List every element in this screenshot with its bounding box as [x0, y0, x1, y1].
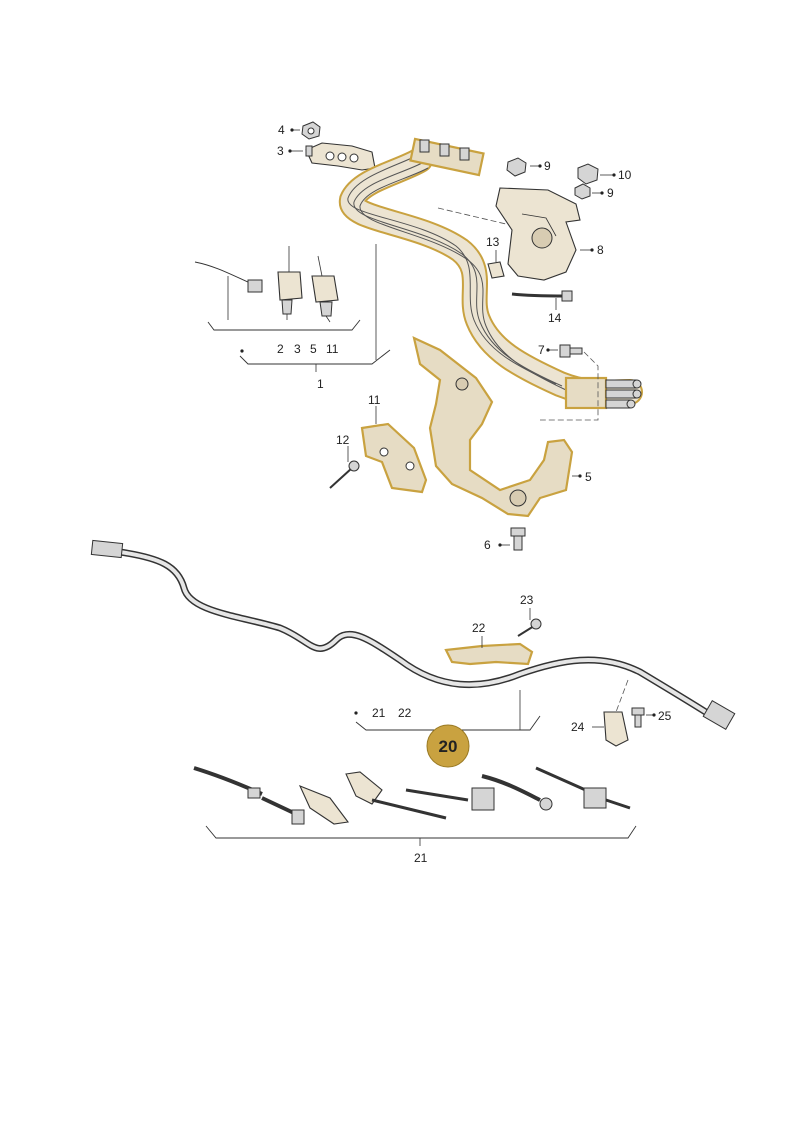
part-14-cable[interactable] — [511, 290, 573, 302]
callout-22[interactable]: 22 — [472, 621, 486, 635]
cable-kit-label-21: 21 — [372, 706, 386, 720]
part-1-bracket — [239, 349, 391, 365]
callout-25[interactable]: 25 — [658, 709, 672, 723]
callout-9-top[interactable]: 9 — [544, 159, 551, 173]
part-9-nut-right[interactable] — [574, 183, 591, 200]
callout-5[interactable]: 5 — [585, 470, 592, 484]
part-5-bracket[interactable] — [412, 336, 574, 518]
part-1-pipe-bundle[interactable] — [339, 137, 643, 410]
callout-11[interactable]: 11 — [368, 393, 381, 407]
kit-1-bracket — [207, 319, 361, 331]
part-25-screw[interactable] — [631, 707, 645, 728]
part-8-bracket[interactable] — [495, 187, 581, 281]
part-12-rivet[interactable] — [329, 460, 360, 489]
part-13-clip[interactable] — [487, 261, 505, 279]
kit-parts-1[interactable] — [194, 246, 339, 323]
part-3-clamp[interactable] — [305, 142, 376, 171]
callout-23[interactable]: 23 — [520, 593, 534, 607]
callout-1[interactable]: 1 — [317, 377, 324, 391]
part-23-screw[interactable] — [517, 618, 542, 637]
callout-21-ties[interactable]: 21 — [414, 851, 428, 865]
callout-8[interactable]: 8 — [597, 243, 604, 257]
callout-3[interactable]: 3 — [277, 144, 284, 158]
kit-1-label-2: 2 — [277, 342, 284, 356]
ties-bracket — [205, 825, 637, 839]
callout-13[interactable]: 13 — [486, 235, 500, 249]
part-4-nut[interactable] — [301, 121, 321, 140]
part-11-plate[interactable] — [360, 422, 428, 494]
callout-6[interactable]: 6 — [484, 538, 491, 552]
callout-12[interactable]: 12 — [336, 433, 350, 447]
callout-10[interactable]: 10 — [618, 168, 632, 182]
part-10-nut[interactable] — [577, 163, 599, 185]
callout-7[interactable]: 7 — [538, 343, 545, 357]
callout-9-right[interactable]: 9 — [607, 186, 614, 200]
cable-kit-label-22: 22 — [398, 706, 412, 720]
cable-ties-set[interactable] — [193, 766, 631, 825]
part-9-nut-top[interactable] — [506, 157, 527, 177]
part-24-bracket[interactable] — [603, 711, 629, 747]
part-7-bolt[interactable] — [559, 344, 583, 358]
kit-1-label-5: 5 — [310, 342, 317, 356]
callout-4[interactable]: 4 — [278, 123, 285, 137]
part-20-cable[interactable] — [90, 539, 736, 730]
figure-badge: 20 — [426, 724, 470, 768]
kit-1-label-3: 3 — [294, 342, 301, 356]
callout-24[interactable]: 24 — [571, 720, 585, 734]
callout-14[interactable]: 14 — [548, 311, 562, 325]
part-6-screw[interactable] — [510, 527, 526, 551]
part-22-bracket[interactable] — [444, 642, 534, 666]
kit-1-label-11: 11 — [326, 342, 339, 356]
badge-label: 20 — [439, 737, 458, 756]
